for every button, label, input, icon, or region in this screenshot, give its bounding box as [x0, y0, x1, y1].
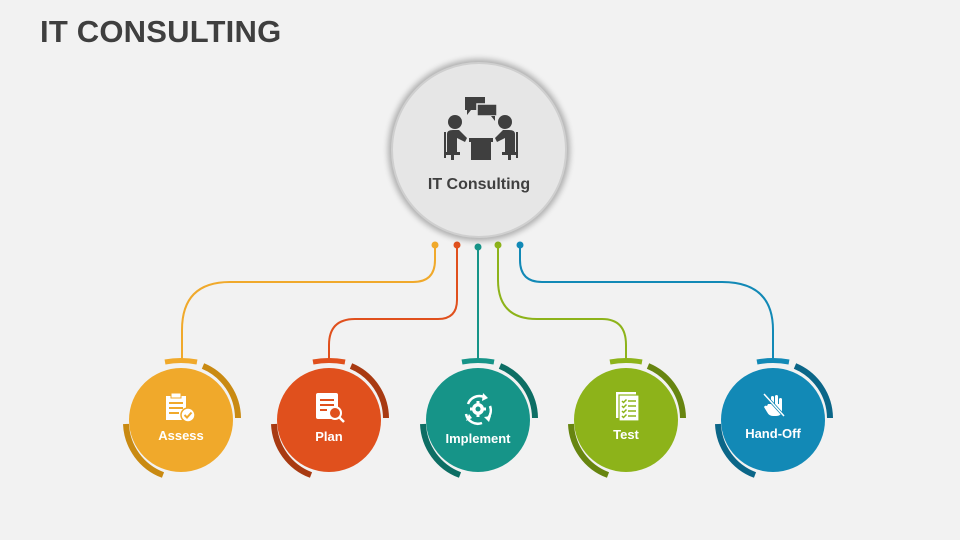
step-node-hand-off[interactable]: [715, 358, 833, 478]
hub-label: IT Consulting: [427, 176, 531, 193]
step-label-assess: Assess: [158, 428, 204, 443]
clipboard-check-icon: [166, 392, 196, 423]
step-label-plan: Plan: [315, 429, 343, 444]
hand-off-icon: [762, 392, 786, 418]
document-search-icon: [316, 393, 345, 423]
gear-cycle-icon: [464, 393, 493, 425]
checklist-icon: [616, 392, 640, 422]
step-label-test: Test: [613, 427, 639, 442]
page-title: IT CONSULTING: [40, 14, 282, 49]
step-label-implement: Implement: [445, 431, 511, 446]
step-label-hand-off: Hand-Off: [745, 426, 801, 441]
step-node-plan[interactable]: [271, 358, 389, 478]
hub-circle[interactable]: IT Consulting: [391, 62, 567, 238]
step-node-implement[interactable]: [420, 358, 538, 478]
meeting-consultation-icon: [444, 97, 518, 160]
